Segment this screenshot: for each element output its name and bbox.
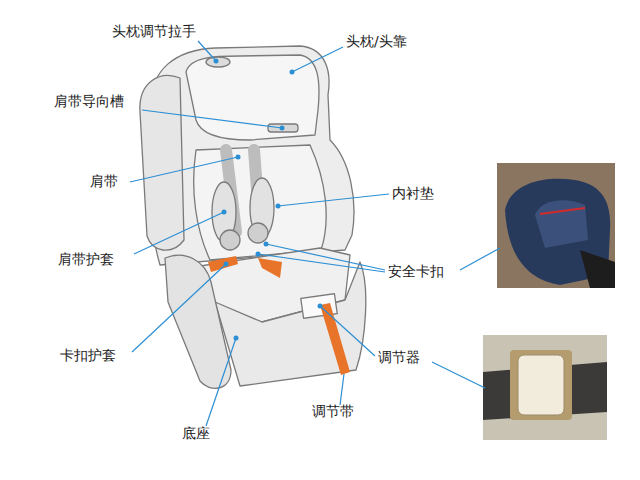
headrest: [186, 55, 319, 140]
leader-dot: [276, 204, 281, 209]
buckle-tongue: [220, 230, 240, 250]
leader-dot: [236, 155, 241, 160]
headrest-handle: [206, 57, 230, 67]
leader-line: [134, 212, 224, 254]
leader-dot: [222, 210, 227, 215]
leader-line: [130, 157, 238, 182]
lap-strap: [258, 258, 282, 278]
adjuster-photo: [483, 335, 607, 440]
part-label: 肩带护套: [58, 250, 114, 268]
adjuster-roller: [518, 355, 564, 415]
buckle-button: [535, 200, 588, 248]
lap-strap: [208, 256, 238, 272]
part-label: 调节带: [312, 402, 354, 420]
leader-dot: [264, 242, 269, 247]
leader-line: [142, 110, 282, 128]
base-front: [215, 262, 366, 386]
leader-line: [132, 264, 226, 352]
adjust-strap: [320, 303, 350, 375]
part-label: 卡扣护套: [60, 346, 116, 364]
adjuster-frame: [510, 350, 572, 420]
photo-strap: [580, 250, 615, 288]
part-label: 内衬垫: [392, 184, 434, 202]
leader-line: [266, 244, 385, 270]
leader-dot: [290, 70, 295, 75]
leader-line: [206, 338, 236, 426]
leader-dot: [214, 59, 219, 64]
left-armrest: [165, 255, 231, 388]
left-wing: [140, 76, 184, 251]
buckle-mark: [540, 208, 585, 214]
leader-dot: [234, 336, 239, 341]
part-label: 肩带: [90, 172, 118, 190]
leader-line: [432, 362, 485, 388]
leader-dot: [256, 252, 261, 257]
part-label: 肩带导向槽: [54, 92, 124, 110]
part-label: 安全卡扣: [388, 262, 444, 280]
strap-guide-slot: [268, 124, 298, 132]
part-label: 头枕调节拉手: [112, 22, 196, 40]
leader-line: [198, 41, 216, 61]
photo-ground: [497, 163, 615, 288]
leader-dots: [214, 59, 323, 341]
leader-line: [258, 254, 385, 272]
photo-ground: [483, 335, 607, 440]
seat-drawing: [140, 46, 366, 388]
leader-dot: [224, 262, 229, 267]
leader-lines: [130, 41, 500, 426]
leader-line: [460, 248, 500, 270]
leader-line: [292, 47, 343, 72]
leader-dot: [280, 126, 285, 131]
part-label: 头枕/头靠: [346, 32, 407, 50]
part-label: 底座: [182, 424, 210, 442]
leader-line: [278, 194, 389, 206]
buckle-photo: [497, 163, 615, 288]
part-label: 调节器: [378, 348, 420, 366]
leader-line: [340, 374, 344, 405]
leader-line: [320, 306, 375, 356]
leader-dot: [318, 304, 323, 309]
buckle-tongue: [248, 223, 268, 243]
